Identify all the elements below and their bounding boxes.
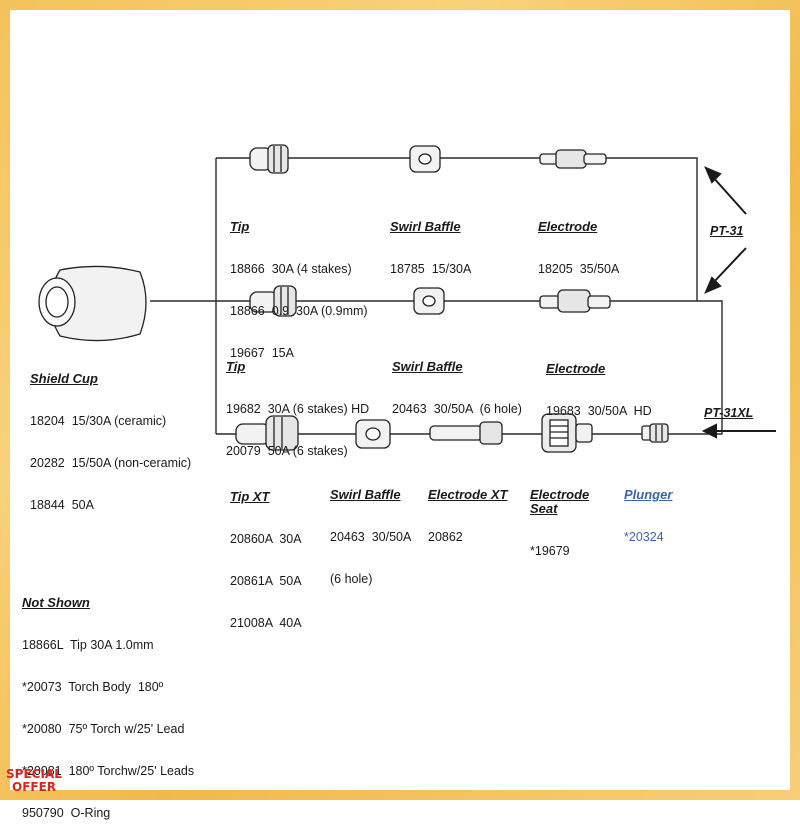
row2-swirl-label: Swirl Baffle 20463 30/50A (6 hole) [392,332,522,430]
row3-swirl-title: Swirl Baffle [330,487,401,502]
not-shown-line-3: *20080 75º Torch w/25' Lead [22,722,185,736]
shield-cup-part [38,265,147,342]
parts-diagram [38,144,776,453]
row3-electrode-xt-line-1: 20862 [428,530,463,544]
row1-electrode-title: Electrode [538,219,598,234]
row2-tip-line-1: 19682 30A (6 stakes) HD [226,402,370,416]
arrows [701,166,776,439]
row2-electrode-label: Electrode 19683 30/50A HD [546,334,652,432]
row1-tip-label: Tip 18866 30A (4 stakes) 18866 0.9 30A (… [230,192,368,374]
row3-swirl-part [355,419,391,449]
not-shown-line-2: *20073 Torch Body 180º [22,680,164,694]
shield-cup-title: Shield Cup [30,371,98,386]
row1-tip-line-3: 19667 15A [230,346,294,360]
row3-tip-line-1: 20860A 30A [230,532,302,546]
row2-electrode-part [539,289,611,313]
not-shown-line-1: 18866L Tip 30A 1.0mm [22,638,154,652]
row3-plunger-line-1: *20324 [624,530,664,544]
parts [38,144,669,453]
row2-tip-line-2: 20079 50A (6 stakes) [226,444,348,458]
not-shown-line-5: 950790 O-Ring [22,806,111,820]
arrow-pt31-upper-head [704,166,722,184]
row2-swirl-part [413,287,445,315]
row3-tip-line-3: 21008A 40A [230,616,302,630]
shield-cup-line-3: 18844 50A [30,498,94,512]
row2-tip-part [249,285,297,317]
arrow-pt31-upper [711,175,747,215]
shield-cup-line-1: 18204 15/30A (ceramic) [30,414,167,428]
not-shown-line-4: *20081 180º Torchw/25' Leads [22,764,195,778]
row3-swirl-line-2: (6 hole) [330,572,373,586]
diagram-panel [10,10,790,790]
row1-swirl-line-1: 18785 15/30A [390,262,472,276]
row3-plunger-label: Plunger *20324 [624,460,672,558]
row2-tip-title: Tip [226,359,246,374]
row3-plunger-part [641,423,669,443]
row1-tip-part [249,144,289,174]
row2-swirl-line-1: 20463 30/50A (6 hole) [392,402,522,416]
pt31xl-label: PT-31XL [704,406,754,420]
row1-tip-title: Tip [230,219,250,234]
arrow-pt31-lower [711,247,747,285]
row2-swirl-title: Swirl Baffle [392,359,463,374]
row1-tip-line-2: 18866 0.9 30A (0.9mm) [230,304,368,318]
row1-tip-line-1: 18866 30A (4 stakes) [230,262,352,276]
row2-electrode-title: Electrode [546,361,606,376]
row3-plunger-title: Plunger [624,487,673,502]
pt31-label: PT-31 [710,224,744,238]
shield-cup-line-2: 20282 15/50A (non-ceramic) [30,456,192,470]
row3-tip-line-2: 20861A 50A [230,574,302,588]
row1-electrode-label: Electrode 18205 35/50A [538,192,619,290]
row1-swirl-label: Swirl Baffle 18785 15/30A [390,192,471,290]
arrow-pt31-lower-head [704,276,722,294]
row3-tip-label: Tip XT 20860A 30A 20861A 50A 21008A 40A [230,462,302,644]
row3-swirl-line-1: 20463 30/50A [330,530,412,544]
row1-electrode-line-1: 18205 35/50A [538,262,620,276]
shield-cup-label: Shield Cup 18204 15/30A (ceramic) 20282 … [30,344,191,526]
row3-seat-label: Electrode Seat *19679 [530,460,589,572]
not-shown-title: Not Shown [22,595,90,610]
row2-electrode-line-1: 19683 30/50A HD [546,404,652,418]
row1-swirl-title: Swirl Baffle [390,219,461,234]
row3-seat-line-1: *19679 [530,544,570,558]
row2-tip-label: Tip 19682 30A (6 stakes) HD 20079 50A (6… [226,332,369,472]
badge-line-1: SPECIAL [6,767,62,781]
special-offer-badge: SPECIAL OFFER [2,766,92,796]
row3-tip-xt-part [235,415,299,451]
row3-seat-title: Electrode Seat [530,487,590,516]
row3-electrode-xt-label: Electrode XT 20862 [428,460,507,558]
row3-electrode-xt-title: Electrode XT [428,487,508,502]
row3-electrode-xt-part [429,421,503,445]
not-shown-list: Not Shown 18866L Tip 30A 1.0mm *20073 To… [22,568,194,834]
row1-swirl-part [409,145,441,173]
row3-tip-title: Tip XT [230,489,270,504]
row3-electrode-seat-part [541,413,593,453]
arrow-pt31xl-head [701,423,717,439]
badge-line-2: OFFER [12,780,57,794]
row3-swirl-label: Swirl Baffle 20463 30/50A (6 hole) [330,460,411,600]
row1-electrode-part [539,149,607,169]
